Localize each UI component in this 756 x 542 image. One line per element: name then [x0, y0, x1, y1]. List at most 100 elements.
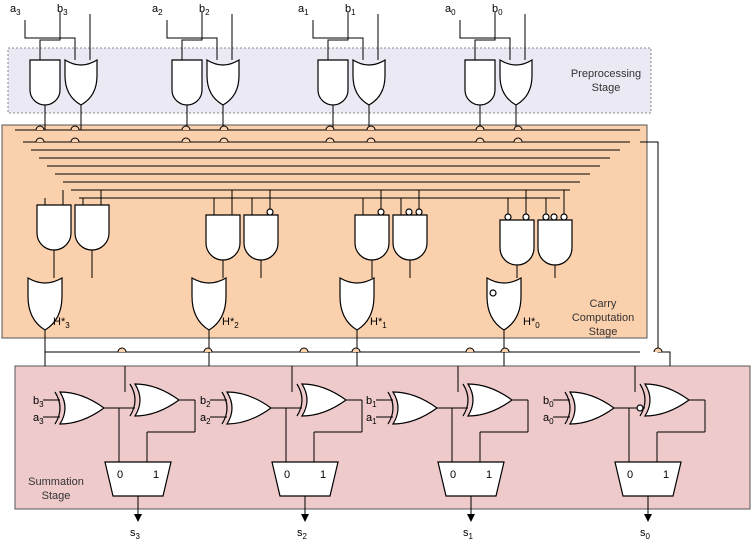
wire-crossover — [653, 347, 663, 353]
wire-crossover — [219, 125, 229, 131]
inverter-bubble — [504, 213, 512, 221]
multiplexer-s1 — [437, 461, 505, 497]
sum-output-label-s0: s0 — [640, 527, 651, 541]
xor-gate-first-2 — [225, 391, 273, 425]
multiplexer-s2 — [271, 461, 339, 497]
sum-output-label-s2: s2 — [297, 527, 308, 541]
xor-gate-first-1-back-curve — [387, 391, 394, 425]
wire-crossover — [299, 347, 309, 353]
wire-crossover — [325, 125, 335, 131]
wire-crossover — [513, 137, 523, 143]
or-gate-p3 — [64, 58, 98, 106]
wire-crossover — [181, 137, 191, 143]
or-gate-p1 — [352, 58, 386, 106]
multiplexer-s0 — [614, 461, 682, 497]
inverter-bubble — [266, 208, 274, 216]
xor-gate-second-1-back-curve — [462, 383, 469, 417]
xor-input-label-b1: b1 — [366, 395, 377, 409]
inverter-bubble — [522, 213, 530, 221]
carry-label: Carry — [590, 298, 617, 310]
wire-crossover — [351, 347, 361, 353]
mux-input-0-label: 0 — [284, 469, 290, 481]
wire-crossover — [513, 125, 523, 131]
inverter-bubble — [636, 404, 644, 412]
carry-or-gate-h2 — [191, 276, 227, 331]
xor-gate-first-0-back-curve — [564, 391, 571, 425]
wire-crossover — [35, 125, 45, 131]
or-gate-p2 — [206, 58, 240, 106]
xor-gate-second-2-back-curve — [296, 383, 303, 417]
input-label-b0: b0 — [492, 3, 503, 17]
xor-gate-second-3-back-curve — [129, 383, 136, 417]
multiplexer-s3 — [104, 461, 172, 497]
or-gate-p0 — [499, 58, 533, 106]
carry-or-gate-h1 — [339, 276, 375, 331]
wire-crossover — [325, 137, 335, 143]
wire — [39, 12, 61, 60]
carry-output-label-h0: H*0 — [523, 316, 540, 330]
xor-gate-first-2-back-curve — [221, 391, 228, 425]
carry-and-gate-1-1 — [243, 214, 279, 261]
mux-input-1-label: 1 — [486, 469, 492, 481]
inverter-bubble — [550, 213, 558, 221]
xor-input-label-a3: a3 — [33, 412, 44, 426]
xor-gate-second-2 — [300, 383, 348, 417]
carry-and-gate-0-0 — [36, 204, 72, 251]
carry-and-gate-2-1 — [392, 214, 428, 261]
preprocessing-label: Preprocessing — [571, 68, 641, 80]
input-label-a1: a1 — [298, 3, 309, 17]
wire-crossover — [117, 347, 127, 353]
carry-and-gate-2-0 — [354, 214, 390, 261]
mux-input-1-label: 1 — [153, 469, 159, 481]
output-arrow-s1 — [467, 514, 475, 522]
summation-stage-word: Stage — [42, 490, 71, 502]
inverter-bubble — [542, 213, 550, 221]
wire-crossover — [465, 347, 475, 353]
xor-input-label-a0: a0 — [543, 412, 554, 426]
carry-and-gate-3-1 — [537, 219, 573, 266]
wire — [474, 12, 496, 60]
xor-gate-second-3 — [133, 383, 181, 417]
preprocessing-stage-word: Stage — [592, 82, 621, 94]
and-gate-g1 — [317, 59, 349, 106]
output-arrow-s0 — [644, 514, 652, 522]
wire-crossover — [366, 125, 376, 131]
wire — [44, 330, 640, 353]
inverter-bubble — [377, 208, 385, 216]
input-label-a2: a2 — [152, 3, 163, 17]
output-arrow-s2 — [301, 514, 309, 522]
carry-and-gate-0-1 — [74, 204, 110, 251]
wire — [327, 12, 349, 60]
wire-crossover — [70, 137, 80, 143]
input-label-a0: a0 — [445, 3, 456, 17]
wire-crossover — [35, 137, 45, 143]
wire-crossover — [475, 137, 485, 143]
xor-input-label-b3: b3 — [33, 395, 44, 409]
wire — [181, 12, 203, 60]
xor-gate-second-0 — [643, 383, 691, 417]
xor-input-label-b2: b2 — [200, 395, 211, 409]
carry-output-label-h2: H*2 — [222, 316, 239, 330]
sum-output-label-s3: s3 — [130, 527, 141, 541]
xor-gate-first-3 — [58, 391, 106, 425]
summation-label: Summation — [28, 476, 84, 488]
mux-input-0-label: 0 — [117, 469, 123, 481]
wire-crossover — [366, 137, 376, 143]
logic-gates — [27, 58, 691, 522]
carry-or-gate-h3 — [27, 276, 63, 331]
wire-crossover — [219, 137, 229, 143]
sum-output-label-s1: s1 — [463, 527, 474, 541]
wire-crossover — [475, 125, 485, 131]
input-label-b3: b3 — [57, 3, 68, 17]
inverter-bubble — [405, 208, 413, 216]
inverter-bubble — [489, 289, 497, 297]
xor-gate-first-0 — [568, 391, 616, 425]
inverter-bubble — [415, 208, 423, 216]
input-label-a3: a3 — [10, 3, 21, 17]
xor-gate-first-1 — [391, 391, 439, 425]
computation-label: Computation — [572, 312, 634, 324]
carry-stage-word: Stage — [589, 326, 618, 338]
mux-input-1-label: 1 — [320, 469, 326, 481]
xor-gate-second-1 — [466, 383, 514, 417]
